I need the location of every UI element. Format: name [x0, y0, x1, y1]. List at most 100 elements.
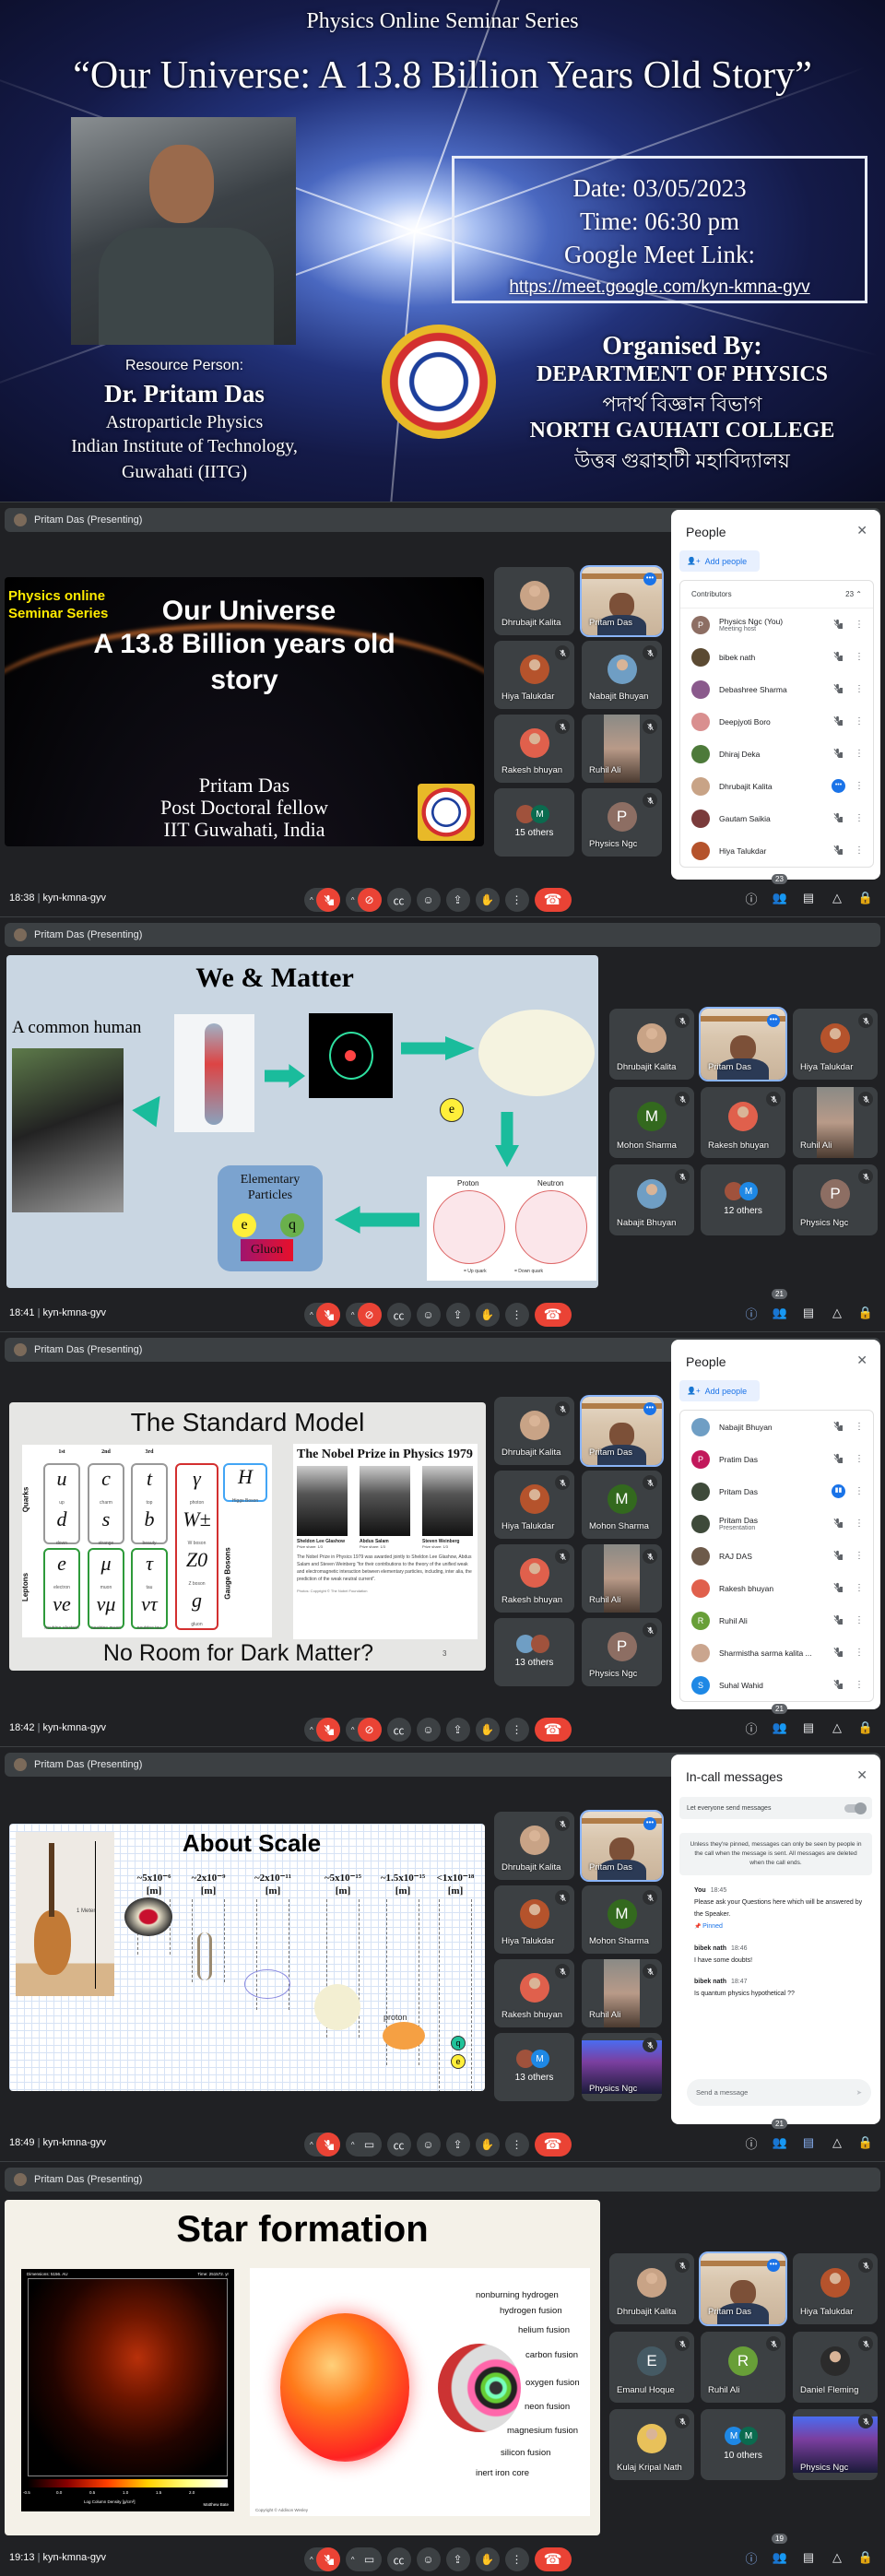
chevron-up-icon[interactable]: ^	[310, 1725, 313, 1734]
chevron-up-icon[interactable]: ^	[310, 2555, 313, 2564]
chevron-up-icon[interactable]: ^	[350, 895, 355, 904]
others-count[interactable]: 12 others	[724, 1205, 762, 1216]
participant-tile[interactable]: Hiya Talukdar	[793, 2253, 878, 2324]
mic-off-icon[interactable]	[832, 651, 873, 679]
meeting-details-button[interactable]: ⓘ	[743, 1719, 760, 1736]
others-count[interactable]: 13 others	[514, 2072, 554, 2083]
camera-off-button[interactable]: ⊘	[357, 1718, 382, 1742]
meeting-details-button[interactable]: ⓘ	[743, 2134, 760, 2151]
close-icon[interactable]: ✕	[856, 1353, 867, 1367]
participant-tile[interactable]: Hiya Talukdar	[494, 641, 574, 709]
camera-off-button[interactable]: ⊘	[357, 1303, 382, 1327]
microphone-toggle-button[interactable]	[315, 2547, 340, 2571]
camera-button[interactable]: ▭	[357, 2133, 382, 2157]
more-options-icon[interactable]: ⋮	[855, 749, 864, 759]
more-options-icon[interactable]: ⋮	[855, 716, 864, 727]
raise-hand-button[interactable]: ✋	[475, 2547, 500, 2571]
more-options-icon[interactable]: ⋮	[855, 1422, 864, 1432]
participant-tile[interactable]: Nabajit Bhuyan	[582, 641, 662, 709]
present-button[interactable]: ⇪	[445, 1303, 470, 1327]
others-count[interactable]: 15 others	[514, 827, 554, 838]
participant-tile[interactable]: 13 others	[494, 1618, 574, 1686]
participant-row[interactable]: Nabajit Bhuyan⋮	[680, 1411, 873, 1448]
participant-tile[interactable]: Ruhil Ali	[582, 1959, 662, 2027]
participant-tile[interactable]: Pritam Das•••	[580, 565, 664, 637]
present-button[interactable]: ⇪	[445, 888, 470, 912]
mic-off-icon[interactable]	[832, 1647, 873, 1674]
participant-row[interactable]: Deepjyoti Boro⋮	[680, 705, 873, 743]
participant-row[interactable]: bibek nath⋮	[680, 641, 873, 679]
add-people-button[interactable]: 👤+Add people	[679, 1380, 760, 1401]
present-button[interactable]: ⇪	[445, 2133, 470, 2157]
microphone-toggle-button[interactable]	[315, 888, 340, 912]
participant-tile[interactable]: Hiya Talukdar	[793, 1009, 878, 1080]
leave-call-button[interactable]: ☎	[534, 888, 572, 912]
participant-tile[interactable]: Pritam Das•••	[580, 1395, 664, 1467]
emoji-button[interactable]: ☺	[416, 2547, 441, 2571]
close-icon[interactable]: ✕	[856, 1767, 867, 1782]
activities-button[interactable]: △	[829, 1305, 845, 1321]
more-options-icon[interactable]: ⋮	[855, 1583, 864, 1593]
meeting-details-button[interactable]: ⓘ	[743, 890, 760, 906]
participant-tile[interactable]: Pritam Das•••	[699, 2251, 787, 2326]
host-controls-button[interactable]: 🔒	[857, 890, 874, 906]
more-options-icon[interactable]: ⋮	[855, 845, 864, 856]
chevron-up-icon[interactable]: ^	[350, 1310, 355, 1319]
participant-tile[interactable]: Rakesh bhuyan	[494, 1959, 574, 2027]
mic-off-icon[interactable]	[832, 1582, 873, 1610]
present-button[interactable]: ⇪	[445, 2547, 470, 2571]
participant-row[interactable]: RAJ DAS⋮	[680, 1540, 873, 1578]
host-controls-button[interactable]: 🔒	[857, 1305, 874, 1321]
chat-button[interactable]: ▤	[800, 1719, 817, 1736]
mic-off-icon[interactable]	[832, 1679, 873, 1701]
toggle-switch[interactable]	[844, 1802, 867, 1814]
more-options-button[interactable]: ⋮	[504, 2547, 529, 2571]
chevron-up-icon[interactable]: ^	[310, 2140, 313, 2149]
participant-row[interactable]: Hiya Talukdar⋮	[680, 834, 873, 867]
more-options-icon[interactable]: ⋮	[855, 1648, 864, 1658]
camera-button[interactable]: ▭	[357, 2547, 382, 2571]
message-input[interactable]: Send a message➤	[687, 2079, 871, 2106]
send-icon[interactable]: ➤	[856, 2088, 862, 2097]
captions-button[interactable]: ㏄	[386, 2547, 411, 2571]
participant-tile[interactable]: Dhrubajit Kalita	[494, 1812, 574, 1880]
emoji-button[interactable]: ☺	[416, 888, 441, 912]
microphone-toggle-button[interactable]	[315, 2133, 340, 2157]
people-button[interactable]: 👥21	[772, 1289, 788, 1321]
more-options-icon[interactable]: ⋮	[855, 620, 864, 630]
mic-off-icon[interactable]	[832, 1518, 873, 1545]
mic-off-icon[interactable]	[832, 683, 873, 711]
participant-row[interactable]: Gautam Saikia⋮	[680, 802, 873, 840]
people-button[interactable]: 👥21	[772, 2119, 788, 2151]
participant-tile[interactable]: Physics Ngc	[793, 2409, 878, 2480]
close-icon[interactable]: ✕	[856, 523, 867, 538]
participant-tile[interactable]: Ruhil Ali	[582, 715, 662, 783]
add-people-button[interactable]: 👤+Add people	[679, 550, 760, 572]
others-count[interactable]: 13 others	[514, 1657, 554, 1668]
chat-button[interactable]: ▤	[800, 2134, 817, 2151]
participant-tile[interactable]: Hiya Talukdar	[494, 1885, 574, 1954]
captions-button[interactable]: ㏄	[386, 888, 411, 912]
more-options-icon[interactable]: ⋮	[855, 781, 864, 791]
participant-tile[interactable]: Hiya Talukdar	[494, 1471, 574, 1539]
more-options-icon[interactable]: ⋮	[855, 1680, 864, 1690]
participant-row[interactable]: Sharmistha sarma kalita ...⋮	[680, 1637, 873, 1674]
participant-row[interactable]: Dhrubajit Kalita•••⋮	[680, 770, 873, 802]
meeting-details-button[interactable]: ⓘ	[743, 2549, 760, 2566]
captions-button[interactable]: ㏄	[386, 1718, 411, 1742]
participant-tile[interactable]: Ruhil Ali	[793, 1087, 878, 1158]
raise-hand-button[interactable]: ✋	[475, 1303, 500, 1327]
emoji-button[interactable]: ☺	[416, 2133, 441, 2157]
participant-row[interactable]: Dhiraj Deka⋮	[680, 738, 873, 775]
more-options-button[interactable]: ⋮	[504, 2133, 529, 2157]
emoji-button[interactable]: ☺	[416, 1303, 441, 1327]
